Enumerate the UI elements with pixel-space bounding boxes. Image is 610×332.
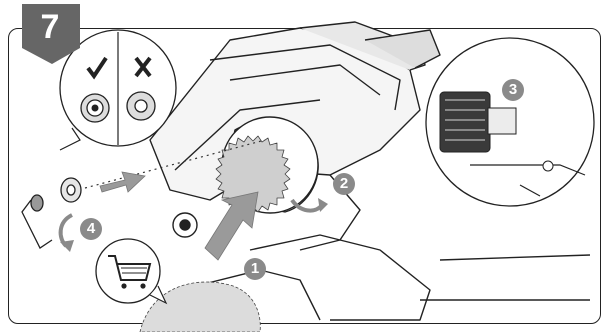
callout-2: 2 (333, 173, 355, 195)
detail-bubble (426, 38, 594, 206)
callout-4: 4 (80, 218, 102, 240)
callout-1: 1 (244, 258, 266, 280)
accessory-bubble (96, 239, 166, 303)
callout-3: 3 (502, 79, 524, 101)
washer-and-bolt (22, 178, 81, 248)
arrow-install-washer (100, 172, 145, 192)
step-number: 7 (22, 8, 78, 47)
